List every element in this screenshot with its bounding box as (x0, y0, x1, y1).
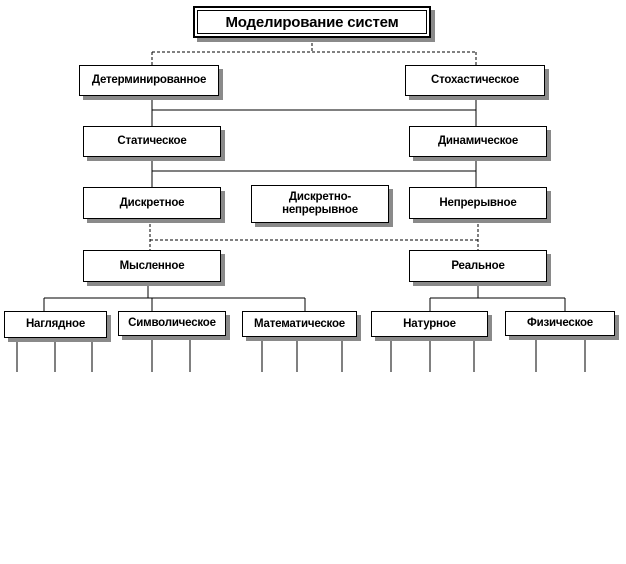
node-real: Реальное (409, 250, 547, 282)
node-physical: Физическое (505, 311, 615, 336)
node-discrete-continuous: Дискретно- непрерывное (251, 185, 389, 223)
leaf-lines-n3 (261, 337, 343, 372)
leaf-lines-n5 (535, 336, 586, 372)
connector-level1-level2 (151, 96, 477, 128)
node-dynamic: Динамическое (409, 126, 547, 157)
node-discrete: Дискретное (83, 187, 221, 219)
node-static: Статическое (83, 126, 221, 157)
node-deterministic: Детерминированное (79, 65, 219, 96)
leaf-lines-n2 (151, 336, 191, 372)
node-stochastic: Стохастическое (405, 65, 545, 96)
node-mental: Мысленное (83, 250, 221, 282)
connector-level2-level3 (151, 157, 477, 187)
connector-title-level1 (151, 38, 477, 65)
node-full-scale: Натурное (371, 311, 488, 337)
connector-mental-children (43, 282, 306, 311)
leaf-lines-n1 (16, 338, 93, 372)
connector-level3-level4 (149, 219, 479, 250)
node-visual: Наглядное (4, 311, 107, 338)
leaf-lines-n4 (390, 337, 475, 372)
connector-real-children (429, 282, 566, 311)
node-symbolic: Символическое (118, 311, 226, 336)
node-mathematical: Математическое (242, 311, 357, 337)
node-continuous: Непрерывное (409, 187, 547, 219)
node-title: Моделирование систем (193, 6, 431, 38)
